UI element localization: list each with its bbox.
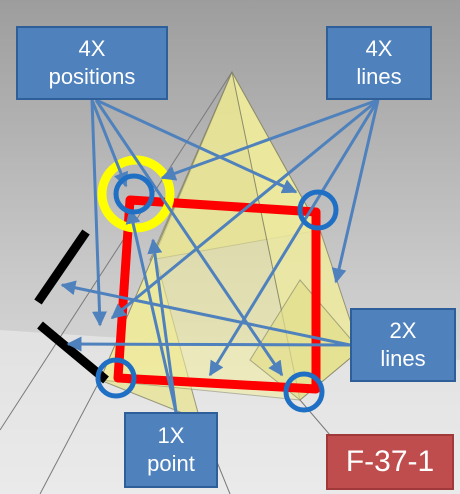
pyramid-edge — [0, 71, 233, 431]
pyramid-edge — [39, 379, 101, 494]
arrow — [147, 238, 178, 413]
corner-circle-top-left — [113, 173, 155, 215]
callout-2x-lines: 2X lines — [350, 308, 456, 382]
arrows-1x-point — [125, 208, 178, 413]
callout-label: lines — [380, 346, 426, 371]
edge-bar-lower — [37, 321, 109, 384]
arrow — [110, 98, 379, 320]
arrow — [66, 336, 351, 352]
arrows-2x-lines — [60, 280, 351, 352]
callout-count: 2X — [389, 318, 417, 343]
arrow — [125, 208, 178, 413]
arrow — [94, 99, 284, 377]
corner-circle-top-right — [297, 189, 339, 231]
corner-circle-bottom-right — [283, 371, 325, 413]
arrows-4x-positions — [90, 98, 298, 377]
corner-circles — [95, 173, 339, 413]
callout-count: 1X — [157, 423, 185, 448]
arrow — [208, 99, 380, 377]
callout-label: lines — [356, 64, 402, 89]
arrow — [331, 99, 380, 284]
arrow — [95, 98, 298, 194]
callout-4x-lines: 4X lines — [326, 26, 432, 100]
arrow — [160, 98, 379, 181]
figure-label: F-37-1 — [326, 434, 454, 490]
callout-label: point — [147, 451, 195, 476]
arrow — [90, 99, 129, 188]
callout-count: 4X — [365, 36, 393, 61]
callout-4x-positions: 4X positions — [16, 26, 168, 100]
callout-1x-point: 1X point — [124, 412, 218, 488]
callout-count: 4X — [78, 36, 106, 61]
edge-bar-upper — [34, 229, 90, 305]
corner-circle-bottom-left — [95, 357, 137, 399]
arrow — [60, 280, 351, 347]
arrows-4x-lines — [110, 98, 380, 377]
arrow — [90, 99, 108, 327]
callout-label: positions — [48, 64, 136, 89]
pyramid-face-front — [99, 70, 301, 401]
